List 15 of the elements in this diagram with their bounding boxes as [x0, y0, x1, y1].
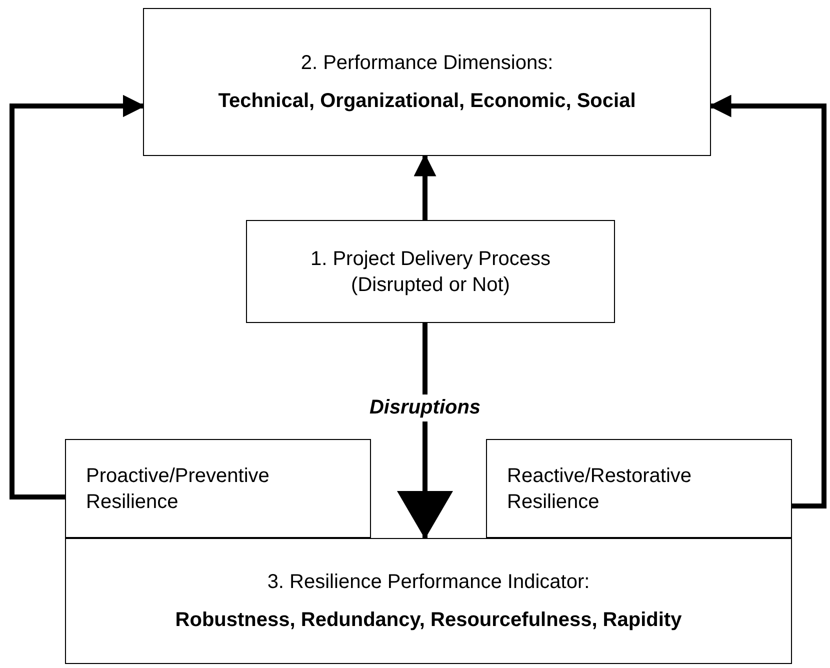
- process-box: [65, 538, 792, 664]
- arrow: [414, 154, 436, 220]
- box-heading: 3. Resilience Performance Indicator:: [266, 570, 591, 595]
- box-heading: Reactive/Restorative Resilience: [507, 464, 693, 514]
- process-box: [65, 439, 371, 538]
- process-box: [486, 439, 792, 538]
- arrow: [10, 94, 146, 500]
- box-body: Robustness, Redundancy, Resourcefulness, Rapidity: [174, 608, 683, 633]
- box-body: Technical, Organizational, Economic, Social: [217, 89, 637, 114]
- process-box: [143, 8, 711, 156]
- arrow: [397, 323, 453, 539]
- process-box: [246, 220, 615, 323]
- box-heading: Proactive/Preventive Resilience: [86, 464, 270, 514]
- box-heading: 2. Performance Dimensions:: [300, 51, 554, 76]
- box-heading: 1. Project Delivery Process (Disrupted or Not): [309, 246, 552, 298]
